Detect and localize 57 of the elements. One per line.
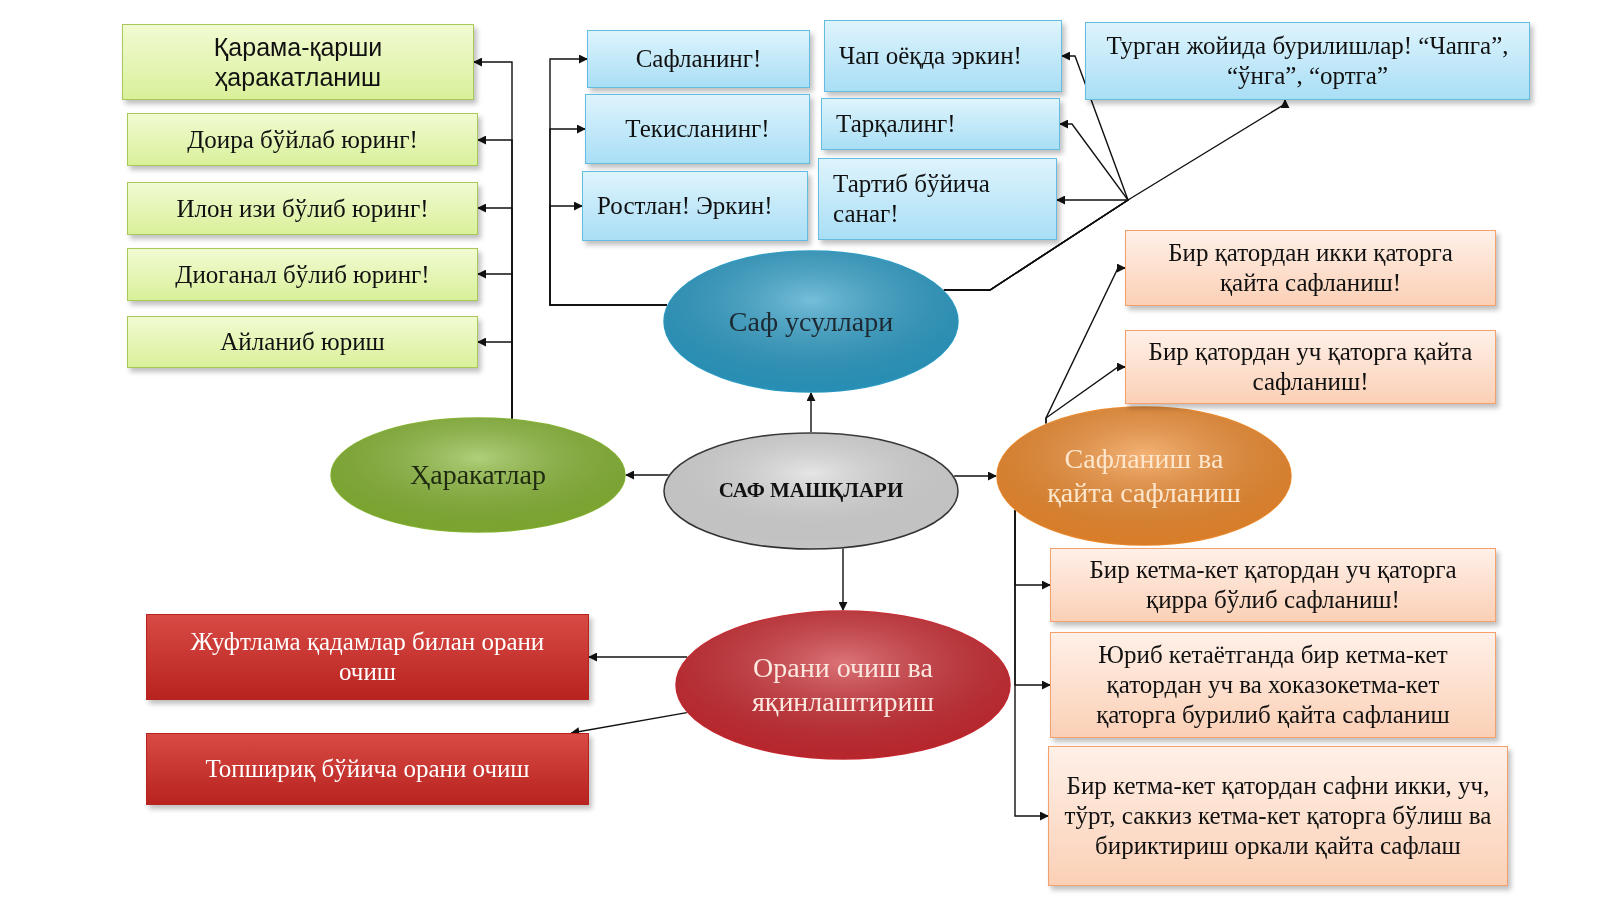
arrow [838,547,848,611]
ellipse-node [996,406,1292,546]
process-box [818,158,1057,240]
arrow [588,652,688,662]
node-text: Диоганал бўлиб юринг! [175,259,430,290]
node-text: САФ МАШҚЛАРИ [718,478,904,504]
process-box [582,171,808,241]
node-text: Жуфтлама қадамлар билан орани очиш [189,627,546,687]
process-box [146,614,589,700]
process-box [1050,632,1496,738]
node-text: Чап оёқда эркин! [839,41,1022,71]
process-box [127,316,478,368]
node-text: Бир кетма-кет қатордан сафни икки, уч, тўрт, саккиз кетма-кет қаторга бўлиш ва бириктириш оркали қайта сафлаш [1063,771,1493,861]
arrow [477,337,513,420]
process-box [1048,746,1508,886]
process-box [585,94,810,164]
node-text: Сафланинг! [635,44,762,74]
process-box [1125,230,1496,306]
process-box [127,182,478,235]
node-text: Бир кетма-кет қатордан уч қаторга қирра бўлиб сафланиш! [1088,555,1458,615]
node-text: Доира бўйлаб юринг! [187,124,418,155]
arrow [806,392,816,433]
node-text: Бир қатордан икки қаторга қайта сафланиш! [1167,238,1454,298]
process-box [127,248,478,301]
node-text: Топшириқ бўйича орани очиш [205,754,530,784]
ellipse-node [663,432,959,550]
node-text: Бир қатордан уч қаторга қайта сафланиш! [1147,337,1474,397]
arrow [625,470,670,480]
process-box [821,98,1060,150]
node-text: Ҳаракатлар [410,458,546,492]
node-text: Текисланинг! [625,114,770,144]
process-box [587,30,810,88]
node-text: Турган жойида бурилишлар! “Чапга”, “ўнга”, “ортга” [1105,31,1510,91]
process-box [1085,22,1530,100]
process-box [122,24,474,100]
node-text: Орани очиш ва яқинлаштириш [750,651,936,719]
ellipse-node [675,610,1011,760]
node-text: Қарама-қарши ҳаракатланиш [212,32,384,92]
process-box [146,733,589,805]
process-box [127,113,478,166]
ellipse-node [330,417,626,533]
node-text: Айланиб юриш [220,327,385,357]
process-box [1050,548,1496,622]
process-box [1125,330,1496,404]
ellipse-node [663,250,959,393]
process-box [824,20,1062,92]
arrow [549,201,668,306]
node-text: Тарқалинг! [836,109,956,139]
node-text: Илон изи бўлиб юринг! [176,193,429,224]
node-text: Саф усуллари [728,304,894,339]
node-text: Тартиб бўйича санаг! [833,169,991,229]
node-text: Юриб кетаётганда бир кетма-кет қатордан уч ва хоказокетма-кет қаторга бурилиб қайта сафланиш [1095,640,1451,730]
arrow [953,471,997,481]
arrow [1045,362,1126,425]
node-text: Ростлан! Эркин! [597,191,773,221]
arrow [1014,509,1049,821]
node-text: Сафланиш ва қайта сафланиш [1046,442,1242,510]
